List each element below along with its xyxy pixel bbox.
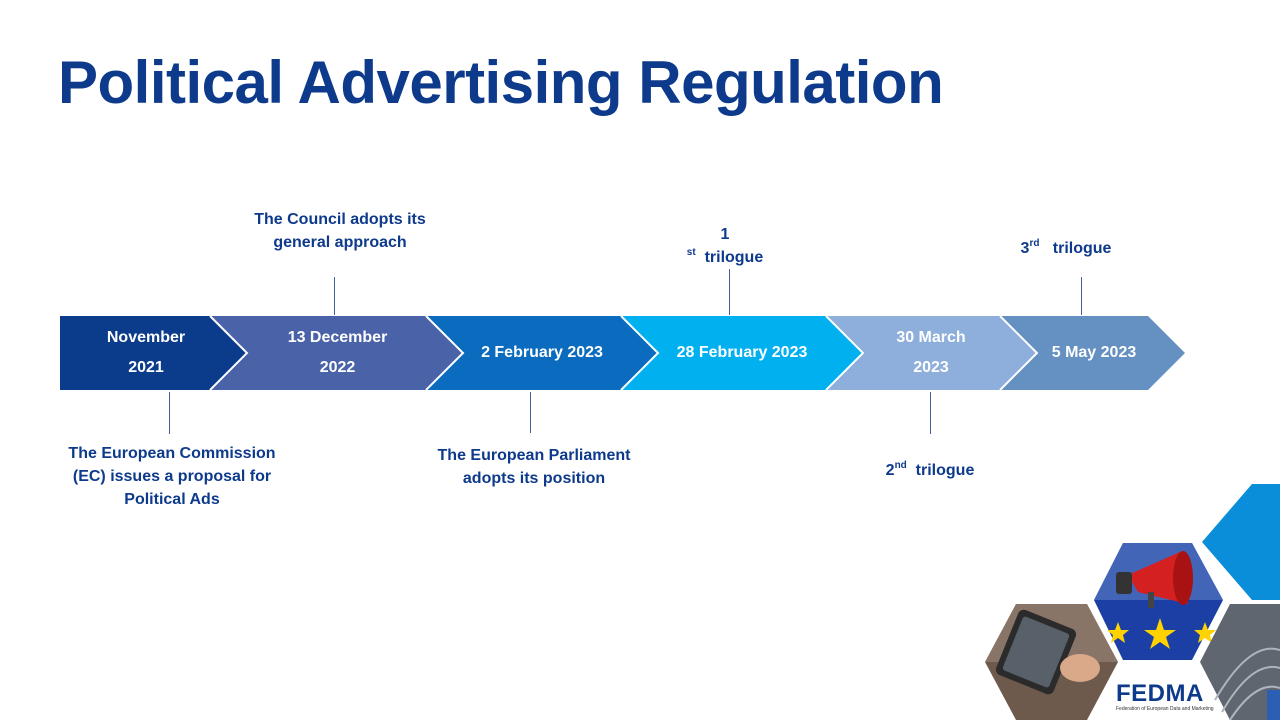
connector-council <box>334 277 335 315</box>
blue-hexagon <box>1202 484 1280 600</box>
annotation-council: The Council adopts its general approach <box>254 211 426 251</box>
timeline-label-2022-12: 13 December 2022 <box>287 329 388 376</box>
fedma-logo: FEDMA <box>1116 680 1204 707</box>
timeline-label-2023-03-30: 30 March 2023 <box>896 329 966 376</box>
timeline-label-2023-02-28: 28 February 2023 <box>676 344 808 361</box>
timeline-segment-2023-02-28 <box>621 316 863 390</box>
connector-commission <box>169 392 170 434</box>
connector-trilogue-1 <box>729 269 730 315</box>
annotation-trilogue-3: 3rd trilogue <box>1020 237 1112 257</box>
timeline-segment-2021-11 <box>60 316 247 390</box>
connector-trilogue-3 <box>1081 277 1082 315</box>
timeline-segment-2022-12 <box>210 316 463 390</box>
timeline-segment-2023-02-02 <box>426 316 658 390</box>
timeline-label-2023-05-05: 5 May 2023 <box>1051 344 1137 361</box>
timeline-segment-2023-03-30 <box>826 316 1037 390</box>
megaphone-icon <box>1116 551 1193 608</box>
annotation-parliament: The European Parliament adopts its posit… <box>437 447 631 487</box>
annotation-commission: The European Commission (EC) issues a pr… <box>68 445 276 508</box>
connector-trilogue-2 <box>930 392 931 434</box>
timeline-segment-2023-05-05 <box>1000 316 1185 390</box>
fedma-tagline: Federation of European Data and Marketin… <box>1116 706 1214 712</box>
timeline-label-2021-11: November 2021 <box>106 329 186 376</box>
annotation-trilogue-2: 2nd trilogue <box>885 459 975 479</box>
connector-parliament <box>530 392 531 433</box>
timeline-label-2023-02-02: 2 February 2023 <box>481 344 603 361</box>
page-title: Political Advertising Regulation <box>58 49 944 116</box>
decorative-hexagon-collage <box>985 484 1280 720</box>
